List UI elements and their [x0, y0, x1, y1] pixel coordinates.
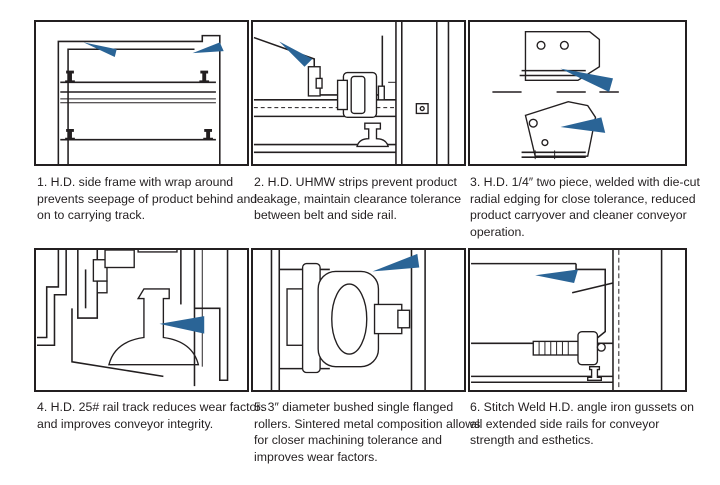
arrow-marker-right [192, 42, 224, 54]
angle-iron-gusset-drawing [471, 250, 663, 390]
arrow-marker [159, 316, 205, 334]
caption-4: 4. H.D. 25# rail track reduces wear fact… [37, 400, 267, 431]
panel-2-illustration [251, 20, 466, 166]
arrow-marker-left [83, 42, 117, 58]
caption-3: 3. H.D. 1/4″ two piece, welded with die-… [470, 175, 700, 239]
panel-5-illustration [251, 248, 466, 392]
arrow-marker-lower [560, 117, 606, 133]
flanged-roller-drawing [270, 250, 426, 390]
arrow-marker-upper [560, 68, 613, 93]
panel-4-illustration [34, 248, 249, 392]
rail-track-drawing [36, 250, 229, 387]
caption-1: 1. H.D. side frame with wrap around prev… [37, 175, 258, 223]
caption-2: 2. H.D. UHMW strips prevent product leak… [254, 175, 462, 223]
panel-6-illustration [468, 248, 687, 392]
caption-6: 6. Stitch Weld H.D. angle iron gussets o… [470, 400, 694, 448]
arrow-marker [535, 269, 578, 284]
roller-shaft [532, 340, 583, 356]
arrow-marker [279, 41, 313, 67]
uhmw-strip-drawing [253, 22, 450, 164]
panel-1-illustration [34, 20, 249, 166]
panel-3-illustration [468, 20, 687, 166]
caption-5: 5. 3″ diameter bushed single flanged rol… [254, 400, 481, 464]
side-frame-drawing [57, 34, 224, 164]
two-piece-edging-drawing [492, 31, 619, 160]
arrow-marker [372, 253, 420, 272]
